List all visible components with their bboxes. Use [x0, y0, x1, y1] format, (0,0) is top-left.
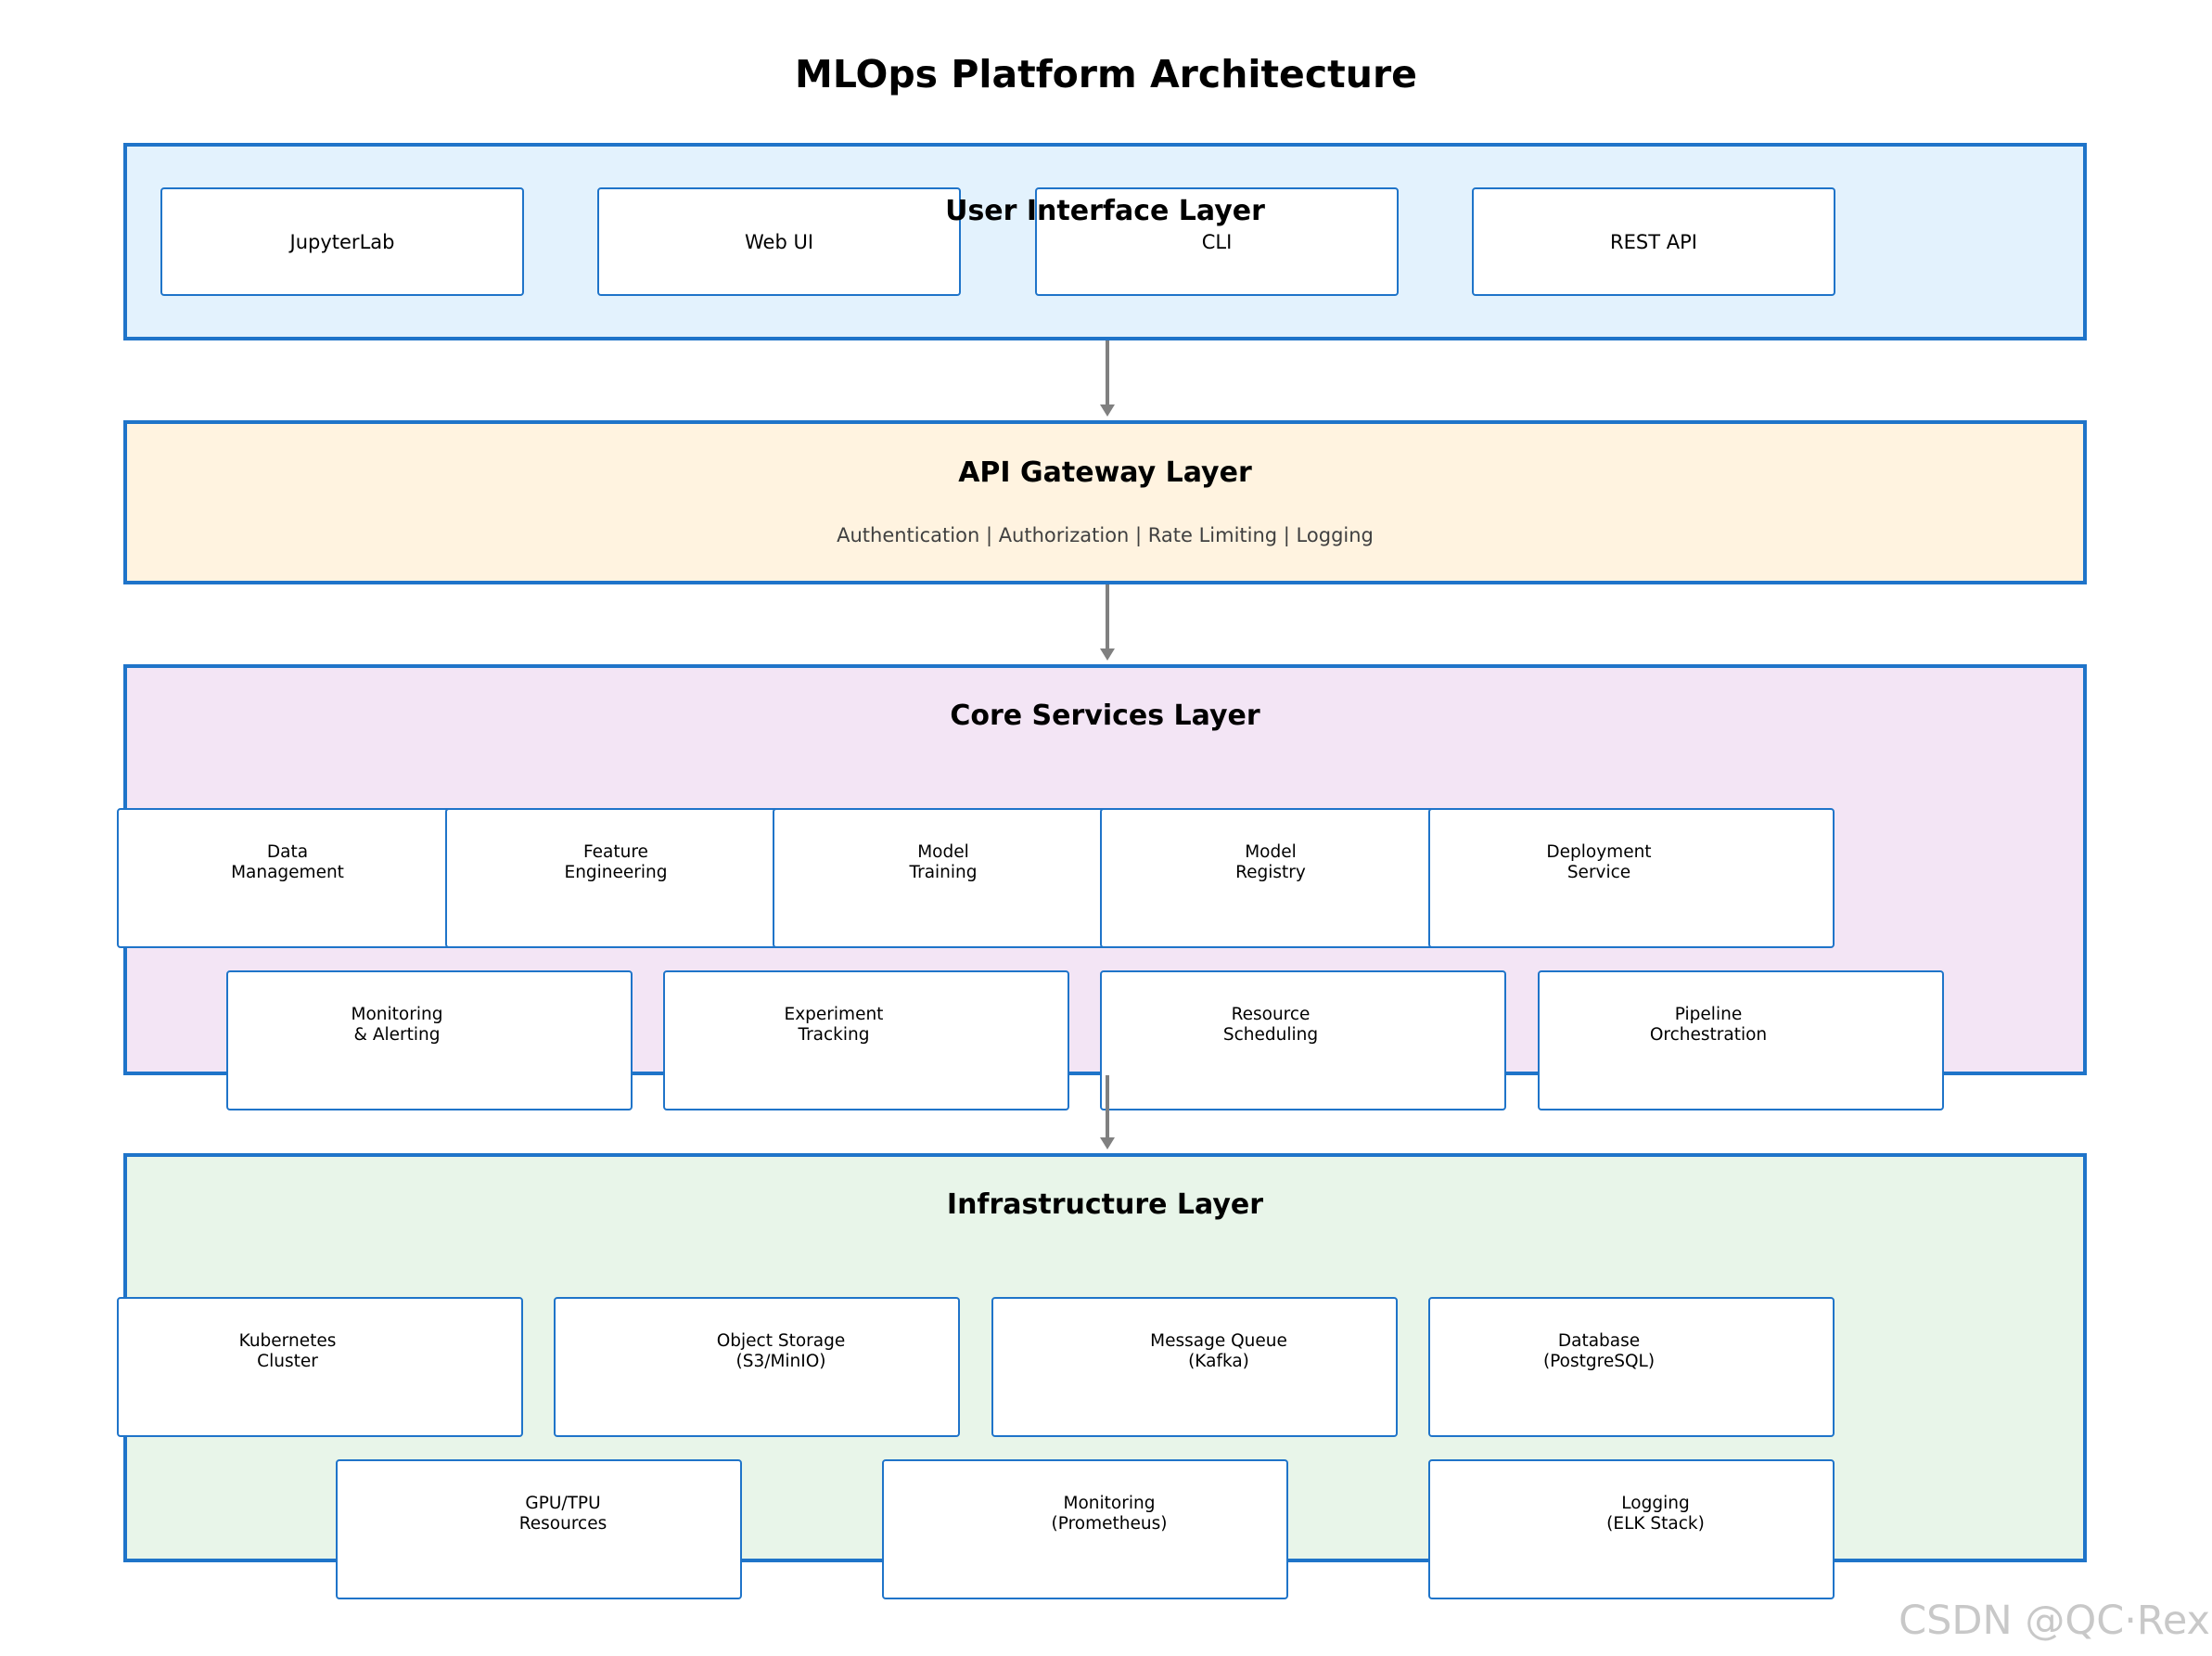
api-gateway-layer-title: API Gateway Layer — [958, 456, 1252, 489]
web-ui-box: Web UI — [597, 187, 961, 296]
cli-box: CLI — [1035, 187, 1399, 296]
diagram-title: MLOps Platform Architecture — [795, 52, 1417, 96]
infrastructure-layer-title: Infrastructure Layer — [946, 1188, 1264, 1221]
experiment-tracking-box: Experiment Tracking — [663, 970, 1069, 1110]
monitoring-alerting-label: Monitoring & Alerting — [351, 1005, 443, 1045]
kubernetes-cluster-label: Kubernetes Cluster — [238, 1331, 337, 1371]
model-training-label: Model Training — [909, 842, 978, 882]
api-gateway-features: Authentication | Authorization | Rate Li… — [837, 524, 1374, 546]
model-registry-label: Model Registry — [1235, 842, 1306, 882]
jupyterlab-box: JupyterLab — [160, 187, 524, 296]
deployment-service-label: Deployment Service — [1546, 842, 1652, 882]
resource-scheduling-label: Resource Scheduling — [1222, 1005, 1319, 1045]
object-storage-box: Object Storage (S3/MinIO) — [554, 1297, 960, 1437]
message-queue-box: Message Queue (Kafka) — [991, 1297, 1398, 1437]
data-management-label: Data Management — [231, 842, 344, 882]
kubernetes-cluster-box: Kubernetes Cluster — [117, 1297, 523, 1437]
monitoring-prometheus-label: Monitoring (Prometheus) — [1051, 1494, 1168, 1534]
gpu-tpu-resources-box: GPU/TPU Resources — [336, 1459, 742, 1599]
feature-engineering-label: Feature Engineering — [564, 842, 668, 882]
message-queue-label: Message Queue (Kafka) — [1150, 1331, 1287, 1371]
experiment-tracking-label: Experiment Tracking — [784, 1005, 884, 1045]
arrow-core-to-infra — [1100, 1075, 1115, 1149]
gpu-tpu-resources-label: GPU/TPU Resources — [518, 1494, 607, 1534]
monitoring-prometheus-box: Monitoring (Prometheus) — [882, 1459, 1288, 1599]
api-gateway-layer: API Gateway Layer Authentication | Autho… — [123, 420, 2087, 584]
watermark: CSDN @QC·Rex — [1899, 1598, 2210, 1644]
core-services-layer-title: Core Services Layer — [950, 700, 1260, 732]
pipeline-orchestration-box: Pipeline Orchestration — [1538, 970, 1944, 1110]
arrow-ui-to-gateway — [1100, 340, 1115, 417]
database-box: Database (PostgreSQL) — [1428, 1297, 1835, 1437]
logging-elk-label: Logging (ELK Stack) — [1606, 1494, 1705, 1534]
pipeline-orchestration-label: Pipeline Orchestration — [1649, 1005, 1768, 1045]
user-interface-layer-title: User Interface Layer — [945, 195, 1265, 227]
rest-api-box: REST API — [1472, 187, 1835, 296]
resource-scheduling-box: Resource Scheduling — [1100, 970, 1506, 1110]
arrow-gateway-to-core — [1100, 584, 1115, 661]
database-label: Database (PostgreSQL) — [1542, 1331, 1656, 1371]
logging-elk-box: Logging (ELK Stack) — [1428, 1459, 1835, 1599]
deployment-service-box: Deployment Service — [1428, 808, 1835, 948]
object-storage-label: Object Storage (S3/MinIO) — [716, 1331, 846, 1371]
monitoring-alerting-box: Monitoring & Alerting — [226, 970, 633, 1110]
